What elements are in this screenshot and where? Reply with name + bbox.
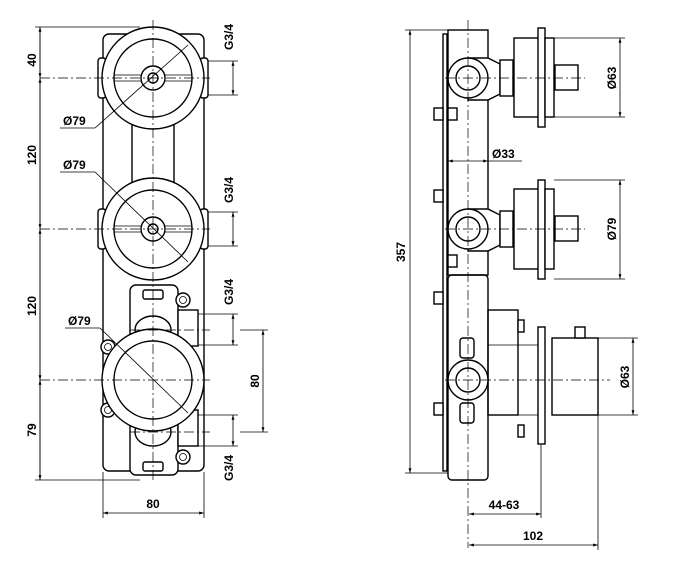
dim-depth-range: 44-63 — [489, 498, 520, 512]
diameter-label: Ø63 — [618, 365, 632, 388]
thread-label: G3/4 — [222, 455, 236, 481]
pipe-diameter-label: Ø33 — [492, 147, 515, 161]
thread-label: G3/4 — [222, 279, 236, 305]
diameter-label: Ø79 — [68, 314, 91, 328]
dim-spacing-1: 120 — [25, 145, 39, 165]
dim-width: 80 — [146, 497, 160, 511]
thread-label: G3/4 — [222, 177, 236, 203]
diameter-label: Ø79 — [63, 158, 86, 172]
side-handle-1 — [513, 27, 579, 128]
dim-height: 357 — [394, 242, 408, 262]
dim-top-offset: 40 — [25, 53, 39, 67]
side-handle-2 — [513, 179, 579, 280]
dim-bottom-offset: 79 — [25, 423, 39, 437]
diameter-label: Ø63 — [605, 66, 619, 89]
side-handle-3 — [537, 326, 599, 445]
thread-label: G3/4 — [222, 24, 236, 50]
diameter-label: Ø79 — [63, 114, 86, 128]
dim-outlet-spacing: 80 — [248, 374, 262, 388]
dim-total-depth: 102 — [523, 529, 543, 543]
diameter-label: Ø79 — [605, 217, 619, 240]
dim-spacing-2: 120 — [25, 296, 39, 316]
front-view: Ø79 Ø79 Ø79 40 120 120 79 80 G3/4 G3/4 G… — [25, 20, 268, 518]
side-plate — [442, 33, 448, 472]
side-view: 357 Ø33 Ø63 Ø79 Ø63 44-63 102 — [394, 20, 638, 550]
